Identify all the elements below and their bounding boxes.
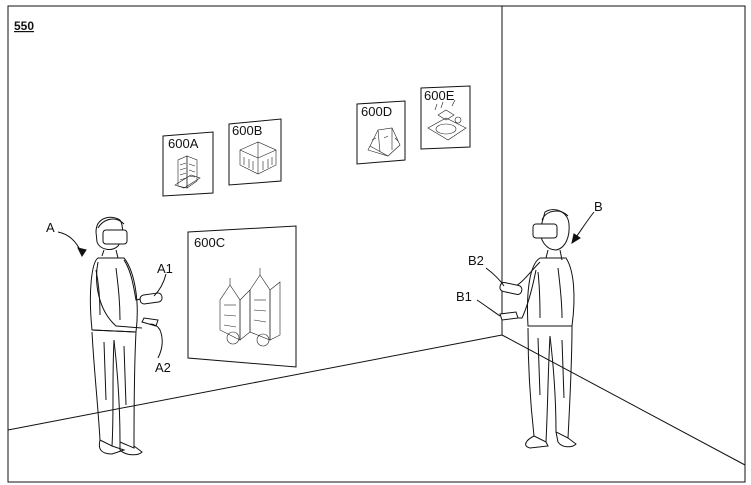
- svg-text:600B: 600B: [232, 123, 262, 138]
- apartment-building-icon: [239, 141, 277, 175]
- virtual-object-600e: 600E: [420, 85, 471, 150]
- room-walls: [7, 6, 746, 466]
- figure-border: [7, 5, 746, 483]
- user-a-label: A: [46, 220, 55, 235]
- svg-text:600E: 600E: [424, 88, 455, 103]
- house-model-icon: [367, 127, 401, 157]
- virtual-object-600b: 600B: [228, 118, 282, 186]
- virtual-object-600d: 600D: [356, 100, 406, 165]
- virtual-object-600c: 600C: [187, 225, 297, 368]
- user-b-figure: [499, 209, 577, 449]
- office-tower-icon: [174, 155, 201, 189]
- controller-b2-label: B2: [468, 253, 484, 268]
- figure-number: 550: [14, 19, 34, 33]
- leader-lines: [57, 211, 595, 359]
- twin-houses-icon: [219, 268, 281, 347]
- site-plan-icon: [427, 99, 467, 141]
- user-a-figure: [89, 216, 163, 456]
- controller-b1-label: B1: [456, 289, 472, 304]
- virtual-object-600a: 600A: [162, 131, 214, 197]
- svg-text:600D: 600D: [361, 104, 392, 119]
- svg-text:600A: 600A: [168, 136, 199, 151]
- controller-a1-label: A1: [157, 261, 173, 276]
- user-b-label: B: [594, 199, 603, 214]
- svg-text:600C: 600C: [194, 235, 225, 250]
- controller-a2-label: A2: [155, 360, 171, 375]
